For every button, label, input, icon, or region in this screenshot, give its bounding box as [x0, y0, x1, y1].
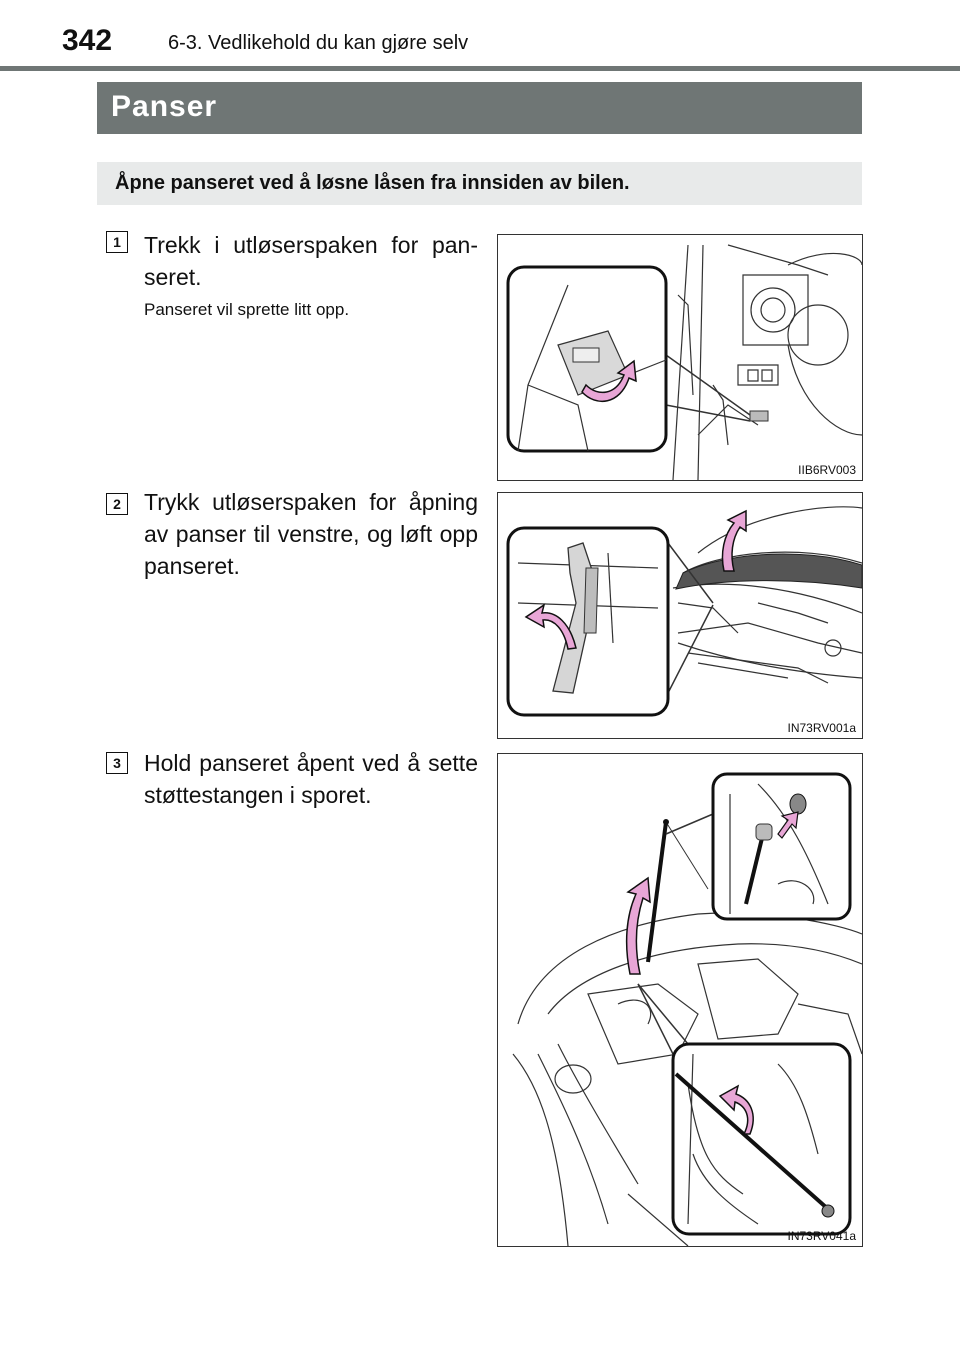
lift-arrow-icon: [718, 1084, 754, 1135]
figure-code-2: IN73RV001a: [787, 721, 857, 735]
chapter-title: 6-3. Vedlikehold du kan gjøre selv: [168, 32, 469, 54]
step-2-text: Trykk utløserspaken for åpning av panser…: [144, 489, 478, 579]
figure-hood-release-lever: IIB6RV003: [497, 234, 863, 481]
step-1-text: Trekk i utløserspaken for pan-seret.: [144, 232, 478, 290]
lift-arrow-icon: [721, 509, 747, 572]
page-number: 342: [62, 24, 113, 57]
lift-arrow-icon: [625, 876, 651, 975]
intro-box: Åpne panseret ved å løsne låsen fra inns…: [97, 162, 862, 205]
pull-arrow-icon: [777, 811, 799, 839]
intro-text: Åpne panseret ved å løsne låsen fra inns…: [115, 172, 630, 194]
header-divider: [0, 66, 960, 71]
step-number-2: 2: [106, 493, 128, 515]
section-title: Panser: [111, 90, 218, 123]
step-number-1: 1: [106, 231, 128, 253]
section-title-bar: Panser: [97, 82, 862, 134]
pull-arrow-icon: [524, 603, 577, 650]
figure-hood-open-lever: IN73RV001a: [497, 492, 863, 739]
figure-code-1: IIB6RV003: [798, 463, 856, 477]
figure-hood-support-rod: IN73RV041a: [497, 753, 863, 1247]
step-1-note: Panseret vil sprette litt opp.: [144, 300, 350, 319]
pull-arrow-icon: [581, 359, 637, 402]
figure-code-3: IN73RV041a: [787, 1229, 857, 1243]
step-3-text: Hold panseret åpent ved å sette støttest…: [144, 750, 478, 808]
step-number-3: 3: [106, 752, 128, 774]
